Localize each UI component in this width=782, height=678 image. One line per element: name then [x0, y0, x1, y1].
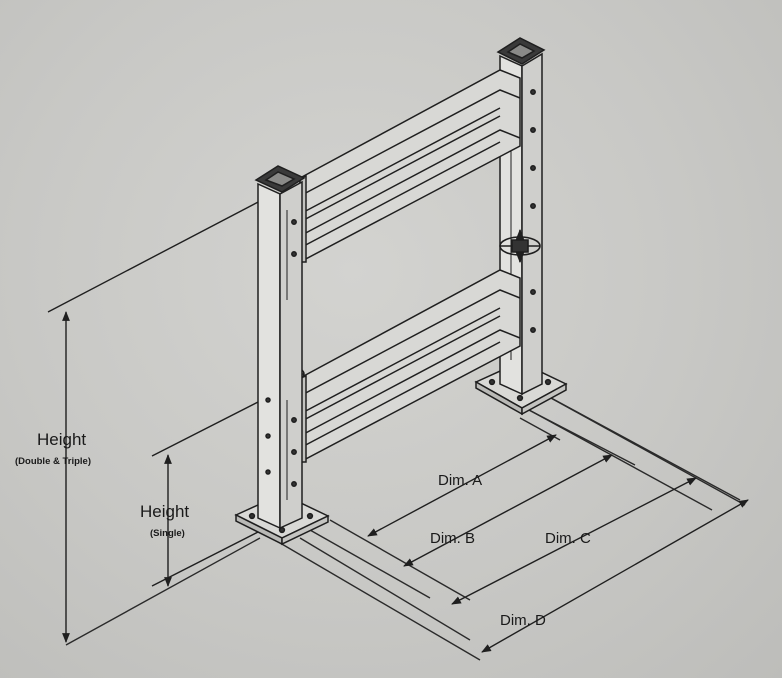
height-single-label: Height [140, 502, 190, 521]
height-double-triple-label: Height [37, 430, 87, 449]
lower-rail [299, 269, 521, 464]
dim-a-label: Dim. A [438, 472, 483, 489]
dim-b-label: Dim. B [430, 530, 475, 547]
bracket-symbol-back [499, 228, 541, 264]
height-single-note: (Single) [150, 528, 185, 539]
dim-b-line [403, 454, 613, 567]
dimension-lines [47, 199, 749, 653]
dim-c-label: Dim. C [545, 530, 591, 547]
upper-rail [299, 69, 521, 264]
height-double-triple-note: (Double & Triple) [15, 456, 91, 467]
dim-d-line [481, 499, 749, 653]
front-post [234, 165, 330, 546]
dim-d-label: Dim. D [500, 612, 546, 629]
floor-footprint [65, 391, 746, 661]
